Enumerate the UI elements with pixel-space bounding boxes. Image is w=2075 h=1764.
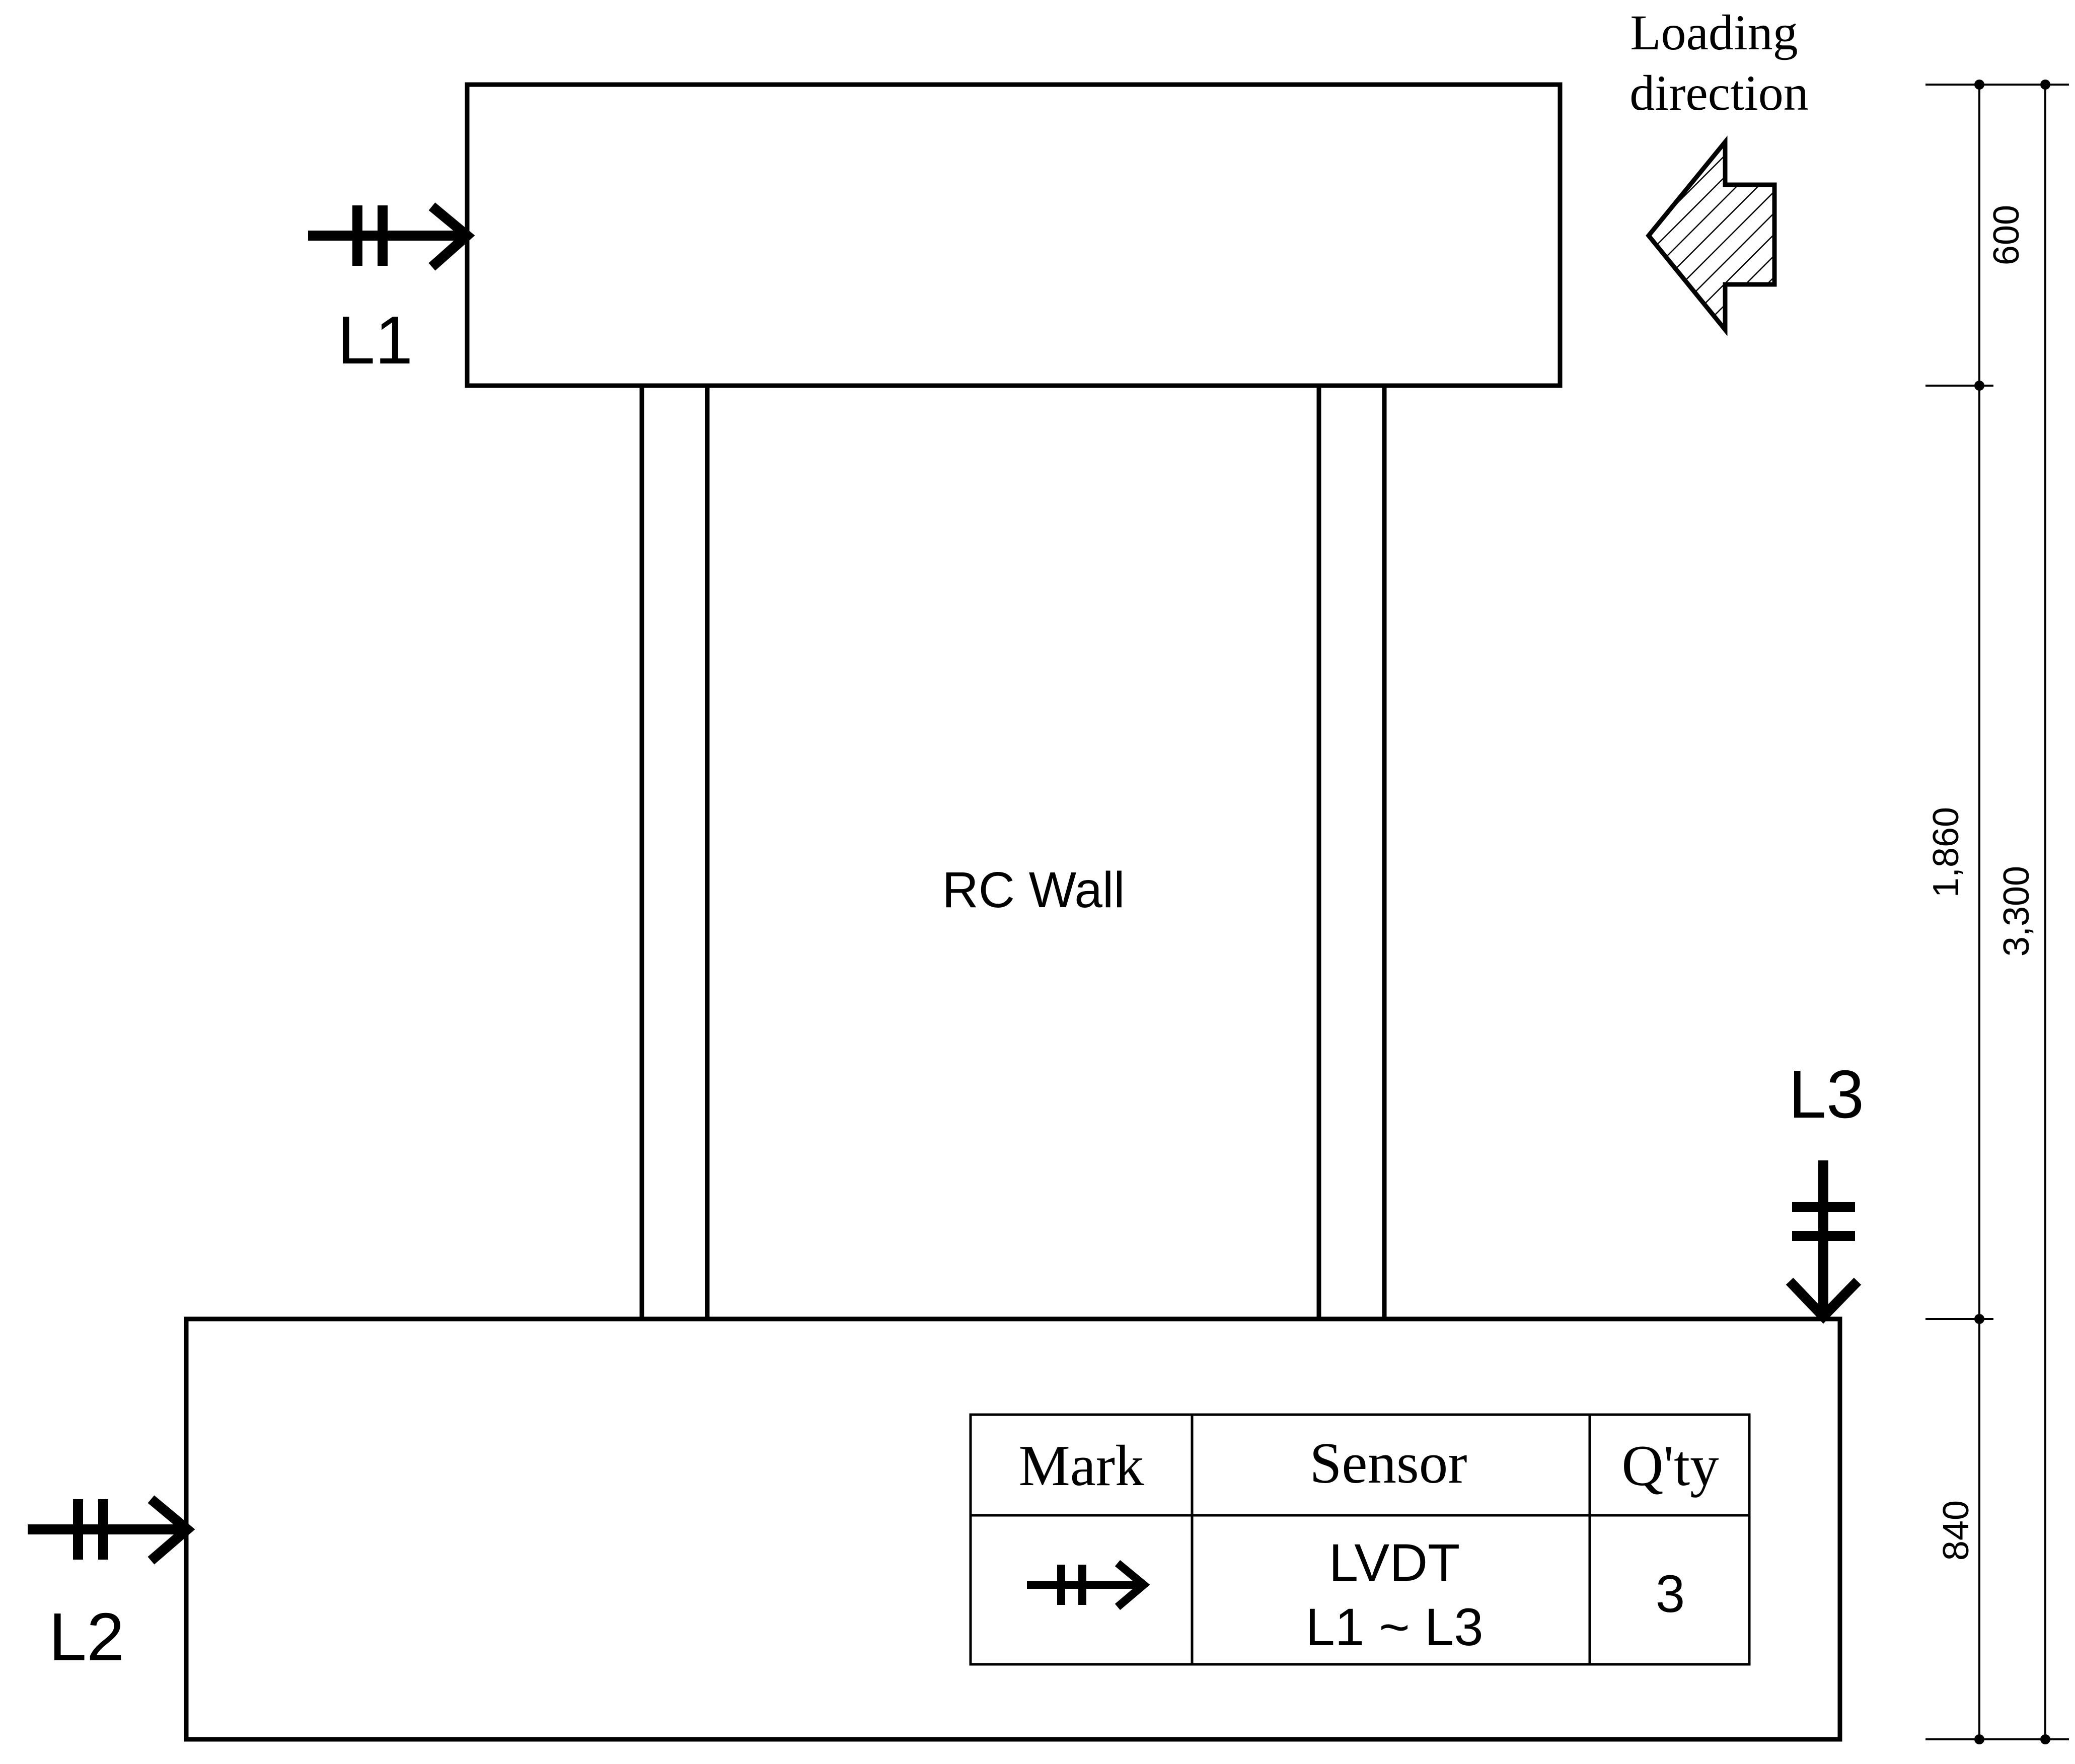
table-header-mark: Mark bbox=[1018, 1434, 1144, 1498]
loading-label-line2: direction bbox=[1629, 65, 1808, 121]
table-header-qty: Q'ty bbox=[1621, 1434, 1719, 1498]
wall-label: RC Wall bbox=[942, 862, 1125, 918]
table-sensor-line2: L1 ~ L3 bbox=[1305, 1598, 1483, 1657]
dim-top-beam: 600 bbox=[1986, 205, 2027, 265]
rc-wall bbox=[639, 386, 1387, 1319]
top-beam bbox=[465, 82, 1563, 388]
lvdt-l2-label: L2 bbox=[49, 1599, 124, 1675]
table-qty-value: 3 bbox=[1656, 1565, 1685, 1624]
dim-wall-height: 1,860 bbox=[1926, 807, 1966, 898]
loading-direction-arrow-icon bbox=[1646, 135, 1777, 336]
lvdt-l3-arrow-icon bbox=[1786, 1160, 1862, 1324]
table-sensor-line1: LVDT bbox=[1329, 1533, 1460, 1592]
dimension-lines bbox=[1925, 84, 2069, 1740]
base-block bbox=[184, 1316, 1842, 1742]
lvdt-l1-label: L1 bbox=[337, 302, 413, 378]
dim-base: 840 bbox=[1936, 1500, 1976, 1561]
dimension-ticks bbox=[1974, 80, 2050, 1744]
table-mark-arrow-icon bbox=[1027, 1560, 1150, 1610]
lvdt-l1-arrow-icon bbox=[308, 202, 475, 271]
table-header-sensor: Sensor bbox=[1309, 1431, 1467, 1495]
lvdt-l2-arrow-icon bbox=[28, 1495, 195, 1565]
loading-label-line1: Loading bbox=[1630, 5, 1798, 60]
legend-table bbox=[969, 1413, 1751, 1666]
dim-total: 3,300 bbox=[1996, 866, 2037, 957]
lvdt-l3-label: L3 bbox=[1789, 1056, 1864, 1132]
